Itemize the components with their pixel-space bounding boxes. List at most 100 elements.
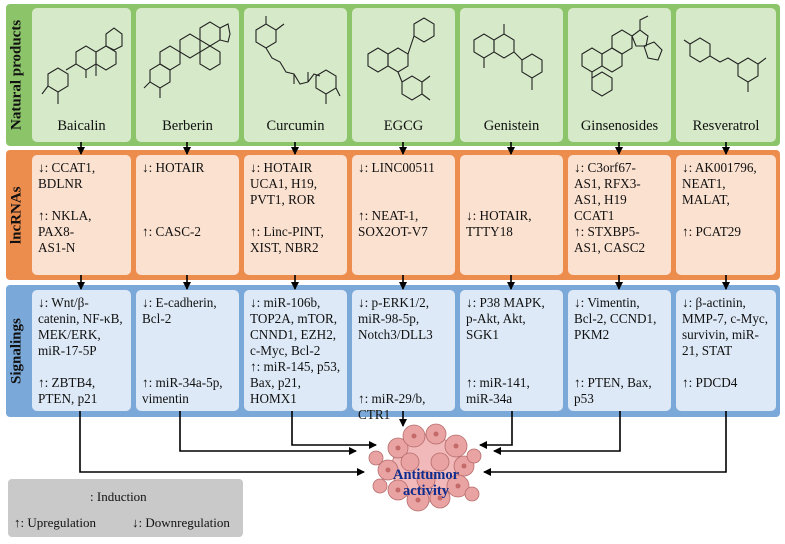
signaling-cell-ginsenosides: ↓: Vimentin,Bcl-2, CCND1,PKM2 ↑: PTEN, Ba… — [568, 290, 671, 411]
lncrna-line: ↓: HOTAIR, — [466, 208, 532, 223]
np-cell-ginsenosides: Ginsenosides — [568, 8, 671, 142]
signaling-cell-egcg: ↓: p-ERK1/2,miR-98-5p,Notch3/DLL3↑: miR-… — [352, 290, 455, 422]
signaling-line: ↓: Wnt/β- — [38, 295, 89, 310]
np-name-resveratrol: Resveratrol — [692, 118, 760, 134]
signaling-line: p53 — [574, 391, 594, 406]
signaling-line: survivin, miR- — [682, 327, 759, 342]
signaling-line: 21, STAT — [682, 343, 733, 358]
signaling-line: ↑: miR-145, p53, — [250, 359, 341, 374]
arrow-sig-antitumor-ginsenosides — [493, 411, 621, 455]
signaling-line: miR-17-5P — [38, 343, 97, 358]
lncrna-line: ↑: STXBP5- — [574, 224, 640, 239]
tumor-cluster-icon — [368, 423, 482, 512]
ginsenosides-structure-icon — [581, 15, 663, 97]
signaling-line: CTR1 — [358, 407, 391, 422]
signaling-line: vimentin — [142, 391, 189, 406]
genistein-structure-icon — [473, 24, 543, 90]
lncrna-cell-egcg: ↓: LINC00511↑: NEAT-1,SOX2OT-V7 — [352, 155, 455, 275]
signaling-line: SGK1 — [466, 327, 499, 342]
resveratrol-structure-icon — [683, 37, 767, 92]
signaling-line: ↓: E-cadherin, — [142, 295, 217, 310]
signaling-cell-berberin: ↓: E-cadherin,Bcl-2↑: miR-34a-5p,vimenti… — [136, 290, 239, 411]
signaling-line: Bcl-2 — [142, 311, 172, 326]
np-cell-berberin: Berberin — [136, 8, 239, 142]
lncrna-line: AS1, RFX3- — [574, 176, 641, 191]
lncrna-line: ↑: CASC-2 — [142, 224, 201, 239]
lncrna-cell-resveratrol: ↓: AK001796,NEAT1,MALAT,↑: PCAT29 — [676, 155, 776, 275]
signaling-line: ↑: PDCD4 — [682, 375, 738, 390]
signaling-line: miR-98-5p, — [358, 311, 420, 326]
signaling-line: ↑: ZBTB4, — [38, 375, 96, 390]
signaling-line: p-Akt, Akt, — [466, 311, 526, 326]
signaling-line: ↓: P38 MAPK, — [466, 295, 545, 310]
lncrna-line: ↑: NKLA, — [38, 208, 92, 223]
np-cell-baicalin: Baicalin — [32, 8, 131, 142]
berberin-structure-icon — [143, 21, 231, 98]
np-cell-genistein: Genistein — [460, 8, 563, 142]
lncrna-cell-berberin: ↓: HOTAIR ↑: CASC-2 — [136, 155, 239, 275]
curcumin-structure-icon — [255, 16, 341, 104]
antitumor-activity-label: Antitumor activity — [392, 467, 460, 499]
np-cell-egcg: EGCG — [352, 8, 455, 142]
arrow-sig-antitumor-baicalin — [79, 411, 365, 476]
np-name-ginsenosides: Ginsenosides — [580, 118, 659, 134]
lncrna-line: ↓: C3orf67- — [574, 160, 636, 175]
np-cell-curcumin: Curcumin — [244, 8, 347, 142]
np-cell-resveratrol: Resveratrol — [676, 8, 776, 142]
signaling-line: Bcl-2, CCND1, — [574, 311, 657, 326]
np-name-berberin: Berberin — [162, 118, 213, 134]
np-name-curcumin: Curcumin — [266, 118, 325, 134]
signaling-line: HOMX1 — [250, 391, 297, 406]
legend-box: : Induction ↑: Upregulation ↓: Downregul… — [8, 479, 243, 537]
signaling-line: ↑: miR-141, — [466, 375, 530, 390]
lncrna-line: PVT1, ROR — [250, 192, 316, 207]
signaling-line: TOP2A, mTOR, — [250, 311, 338, 326]
signaling-line: ↓: Vimentin, — [574, 295, 640, 310]
lncrna-line: TTTY18 — [466, 224, 513, 239]
lncrna-line: BDLNR — [38, 176, 83, 191]
lncrna-line: MALAT, — [682, 192, 730, 207]
signaling-line: PKM2 — [574, 327, 610, 342]
arrow-sig-antitumor-curcumin — [291, 411, 377, 449]
lncrna-line: PAX8- — [38, 224, 75, 239]
lncrna-line: ↑: NEAT-1, — [358, 208, 419, 223]
lncrna-line: ↓: HOTAIR — [250, 160, 313, 175]
lncrna-line: AS1, CASC2 — [574, 240, 646, 255]
signaling-line: Notch3/DLL3 — [358, 327, 433, 342]
lncrna-line: CCAT1 — [574, 208, 615, 223]
signaling-line: ↓: β-actinin, — [682, 295, 746, 310]
signaling-line: ↑: miR-29/b, — [358, 391, 426, 406]
np-name-egcg: EGCG — [383, 118, 424, 134]
signaling-cell-baicalin: ↓: Wnt/β-catenin, NF-κB,MEK/ERK,miR-17-5… — [32, 290, 131, 411]
signaling-line: MMP-7, c-Myc, — [682, 311, 769, 326]
lncrna-line: ↓: HOTAIR — [142, 160, 205, 175]
signaling-line: CNND1, EZH2, — [250, 327, 337, 342]
legend-downregulation: ↓: Downregulation — [132, 515, 230, 530]
signaling-cell-curcumin: ↓: miR-106b,TOP2A, mTOR,CNND1, EZH2,c-My… — [244, 290, 347, 411]
lncrna-cell-genistein: ↓: HOTAIR,TTTY18 — [460, 155, 563, 275]
signaling-cell-genistein: ↓: P38 MAPK,p-Akt, Akt,SGK1 ↑: miR-141,mi… — [460, 290, 563, 411]
signaling-line: ↓: miR-106b, — [250, 295, 321, 310]
lncrna-line: AS1-N — [38, 240, 76, 255]
lncrna-line: XIST, NBR2 — [250, 240, 319, 255]
signaling-line: catenin, NF-κB, — [38, 311, 123, 326]
signaling-line: PTEN, p21 — [38, 391, 98, 406]
arrow-sig-antitumor-resveratrol — [483, 411, 727, 476]
signaling-line: c-Myc, Bcl-2 — [250, 343, 321, 358]
lncrna-line: ↓: CCAT1, — [38, 160, 96, 175]
signaling-line: miR-34a — [466, 391, 513, 406]
lncrna-line: NEAT1, — [682, 176, 726, 191]
np-name-genistein: Genistein — [483, 118, 540, 134]
lncrna-line: UCA1, H19, — [250, 176, 318, 191]
legend-upregulation: ↑: Upregulation — [14, 515, 96, 530]
lncrna-line: SOX2OT-V7 — [358, 224, 428, 239]
legend-induction: : Induction — [90, 489, 147, 504]
arrow-sig-antitumor-genistein — [479, 411, 513, 449]
signaling-line: ↑: PTEN, Bax, — [574, 375, 652, 390]
baicalin-structure-icon — [41, 27, 123, 104]
lncrna-line: ↓: AK001796, — [682, 160, 757, 175]
lncrna-cell-baicalin: ↓: CCAT1,BDLNR ↑: NKLA,PAX8-AS1-N — [32, 155, 131, 275]
